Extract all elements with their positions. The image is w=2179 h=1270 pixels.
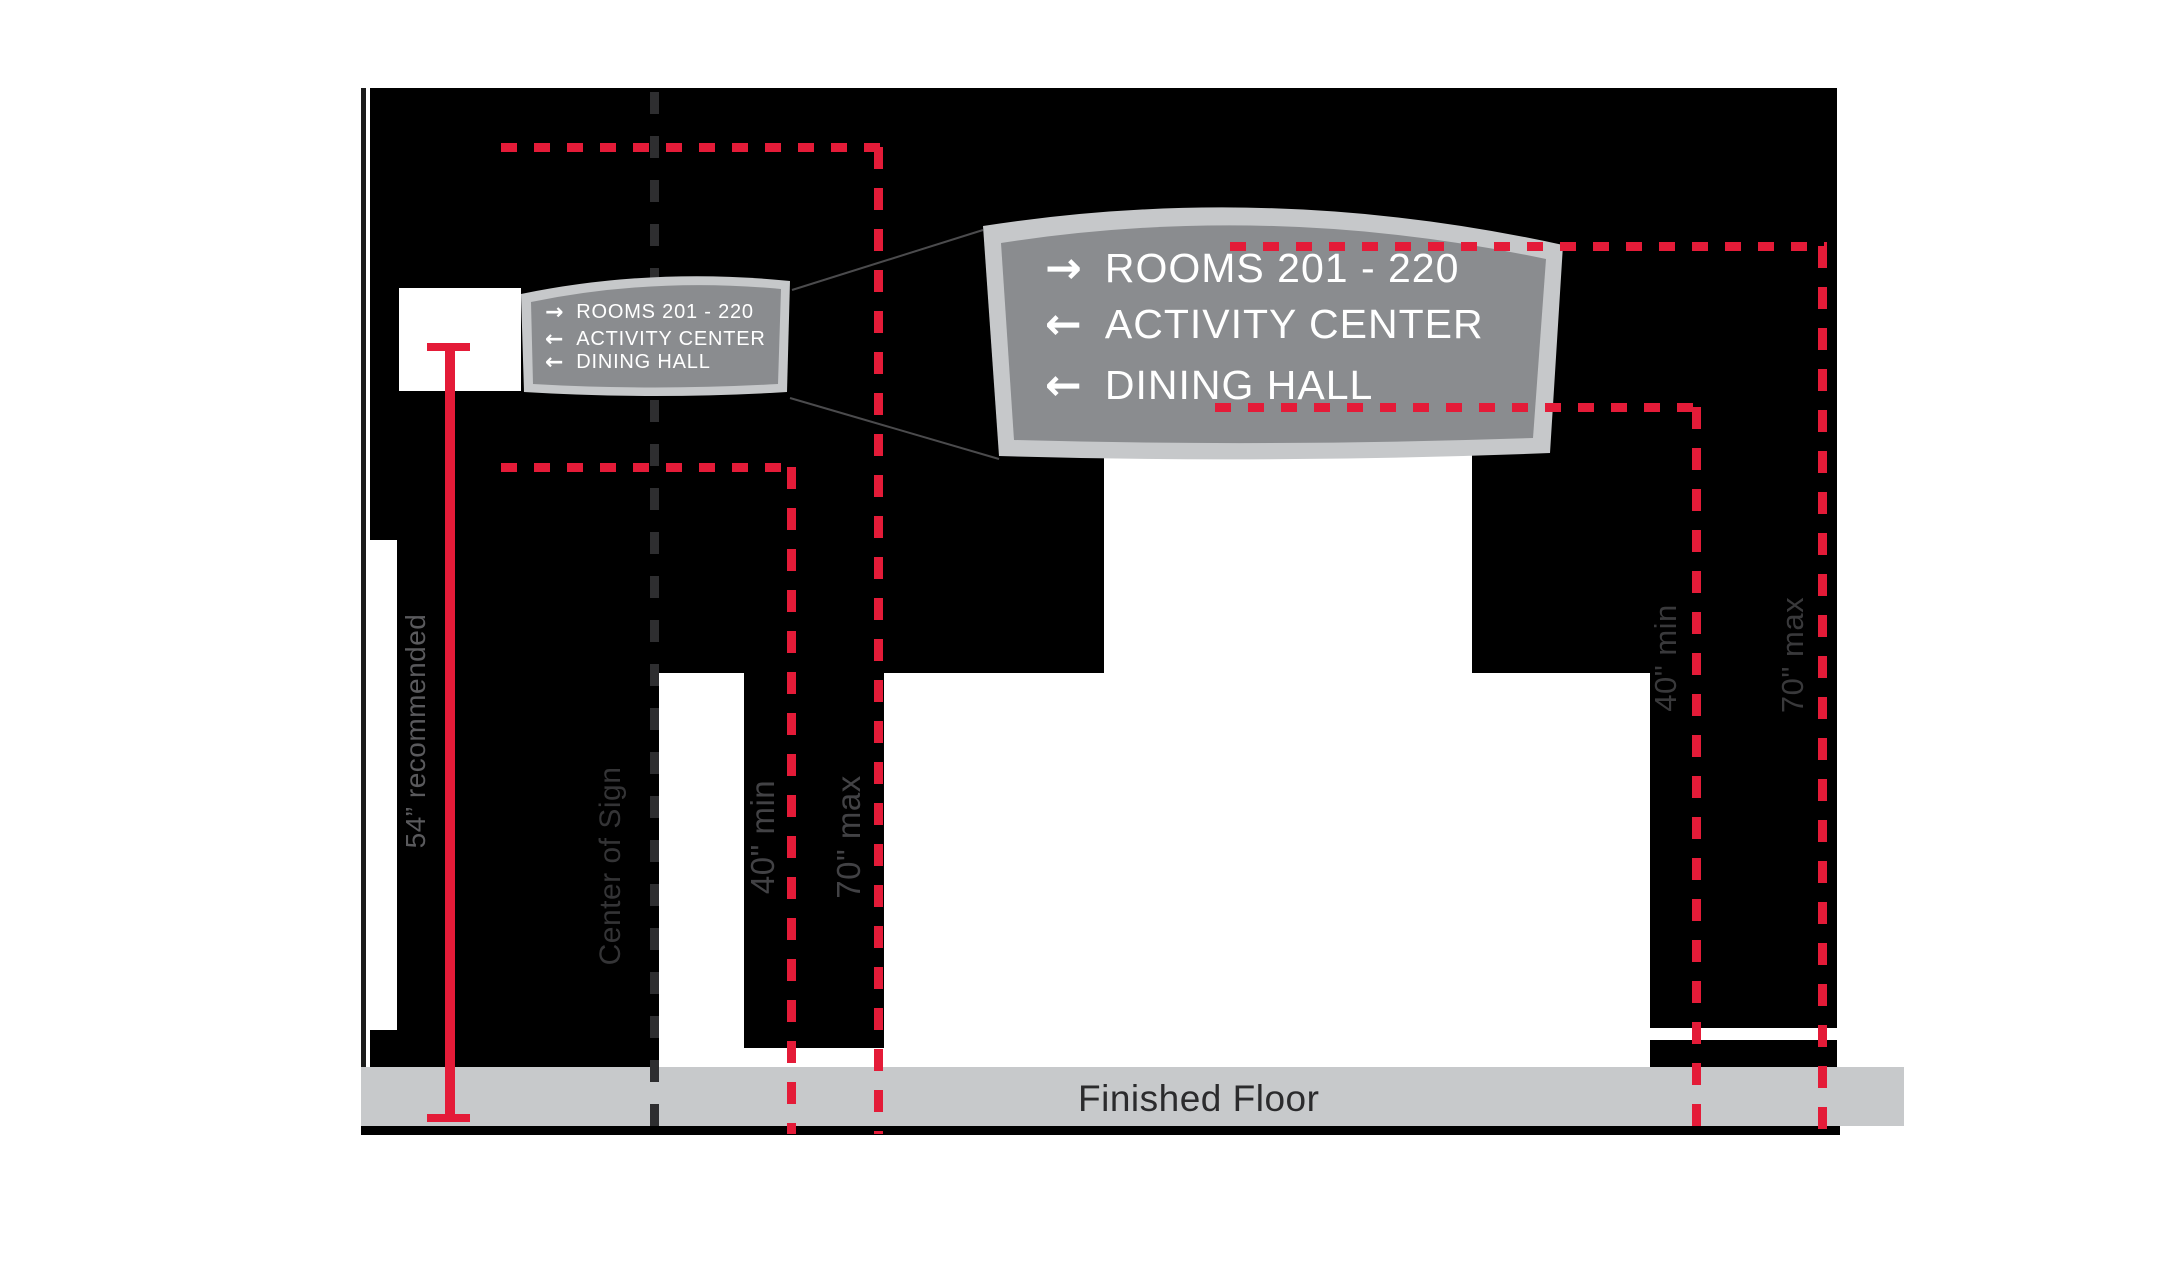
large-sign-label: ROOMS 201 - 220 — [1104, 244, 1460, 291]
left-arrow-icon: ← — [545, 349, 565, 375]
wall-cutout-sign-left — [399, 288, 521, 391]
small-sign-line-activity: ← ACTIVITY CENTER — [545, 326, 766, 352]
dim-line-40min-right-vertical — [1692, 407, 1701, 1134]
label-70-max-left: 70" max — [830, 775, 867, 899]
small-sign-line-rooms: → ROOMS 201 - 220 — [545, 299, 754, 325]
dim-line-40min-left-horizontal — [501, 463, 796, 472]
dim-line-70max-left-horizontal — [501, 143, 883, 152]
callout-line-bottom — [789, 397, 1000, 460]
center-of-sign-dashed-line — [650, 92, 659, 1134]
dim-line-70max-right-horizontal — [1230, 242, 1827, 251]
dim-line-40min-left-vertical — [787, 467, 796, 1134]
right-arrow-icon: → — [1045, 242, 1083, 294]
left-arrow-icon: ← — [1045, 298, 1083, 350]
left-arrow-icon: ← — [545, 326, 565, 352]
wall-cutout-slit-left — [744, 1048, 884, 1067]
measure-54-top-cap — [427, 343, 470, 351]
callout-line-top — [791, 229, 984, 291]
dim-line-40min-right-horizontal — [1215, 403, 1701, 412]
floor-base-line — [361, 1126, 1840, 1135]
large-sign-panel — [1001, 225, 1546, 444]
small-sign-line-dining: ← DINING HALL — [545, 349, 711, 375]
label-finished-floor: Finished Floor — [1078, 1078, 1320, 1119]
wall-cutout-left-strip — [367, 540, 397, 1030]
label-54-recommended: 54” recommended — [400, 613, 431, 849]
large-sign-line-dining: ← DINING HALL — [1045, 359, 1374, 411]
label-40-min-right: 40" min — [1648, 604, 1683, 712]
finished-floor-bar — [361, 1067, 1904, 1126]
large-sign-label: DINING HALL — [1104, 361, 1374, 408]
right-arrow-icon: → — [545, 299, 565, 325]
dim-line-70max-right-vertical — [1818, 246, 1827, 1134]
large-sign-line-rooms: → ROOMS 201 - 220 — [1045, 242, 1460, 294]
measure-54-bottom-cap — [427, 1114, 470, 1122]
left-arrow-icon: ← — [1045, 359, 1083, 411]
small-sign-label: ROOMS 201 - 220 — [576, 300, 754, 323]
wall-cutout-under-large-sign — [1104, 455, 1472, 673]
label-40-min-left: 40" min — [744, 779, 781, 895]
measure-54-stem — [445, 351, 455, 1114]
small-sign-label: ACTIVITY CENTER — [576, 327, 766, 350]
dim-line-70max-left-vertical — [874, 147, 883, 1134]
wall-cutout-lower-middle — [884, 673, 1650, 1067]
large-sign-label: ACTIVITY CENTER — [1104, 300, 1484, 347]
wall-cutout-center — [659, 673, 744, 1067]
label-70-max-right: 70" max — [1775, 596, 1810, 714]
label-center-of-sign: Center of Sign — [594, 766, 627, 966]
large-sign-line-activity: ← ACTIVITY CENTER — [1045, 298, 1484, 350]
small-sign-label: DINING HALL — [576, 350, 711, 373]
small-sign-panel — [531, 285, 781, 388]
wall-left-outline — [361, 88, 366, 1067]
